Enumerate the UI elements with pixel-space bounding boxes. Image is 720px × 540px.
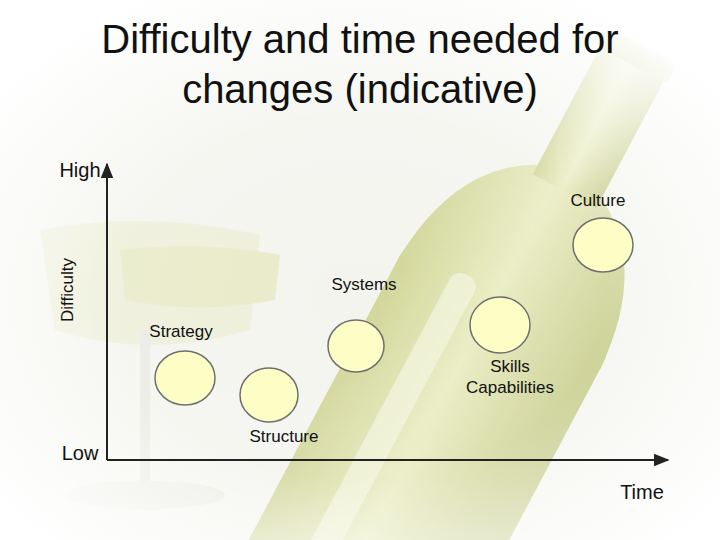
axis-label: Low [62, 441, 99, 465]
bubble-shape [327, 319, 385, 373]
bubble-ellipse [328, 320, 384, 372]
bubble-ellipse [573, 218, 633, 272]
bubble-label: Culture [571, 190, 626, 211]
bubble-ellipse [155, 351, 215, 405]
bubble-shape [469, 296, 531, 354]
bubble-outline [154, 350, 216, 406]
stage-bubble: Skills Capabilities [448, 296, 552, 398]
stage-bubble: Culture [572, 190, 634, 273]
chart-title: Difficulty and time needed for changes (… [40, 14, 680, 114]
stage-bubble: Systems [323, 274, 388, 373]
bubble-outline [327, 319, 385, 373]
bubble-outline [469, 296, 531, 354]
axis-label: Difficulty [56, 258, 80, 322]
bubble-outline [239, 367, 299, 423]
bubble-ellipse [470, 297, 530, 353]
bubble-label: Systems [331, 274, 396, 295]
bubble-ellipse [240, 368, 298, 422]
y-axis [106, 164, 108, 460]
x-axis [107, 459, 668, 461]
stage-bubble: Structure [235, 367, 304, 447]
stage-bubble: Strategy [153, 321, 216, 406]
bubble-shape [154, 350, 216, 406]
bubble-label: Skills Capabilities [458, 356, 562, 398]
bubble-label: Structure [250, 426, 319, 447]
bubble-label: Strategy [149, 321, 212, 342]
axis-label: High [59, 158, 100, 182]
axis-label: Time [620, 480, 664, 504]
bubble-outline [572, 217, 634, 273]
bubble-shape [239, 367, 299, 423]
bubble-shape [572, 217, 634, 273]
